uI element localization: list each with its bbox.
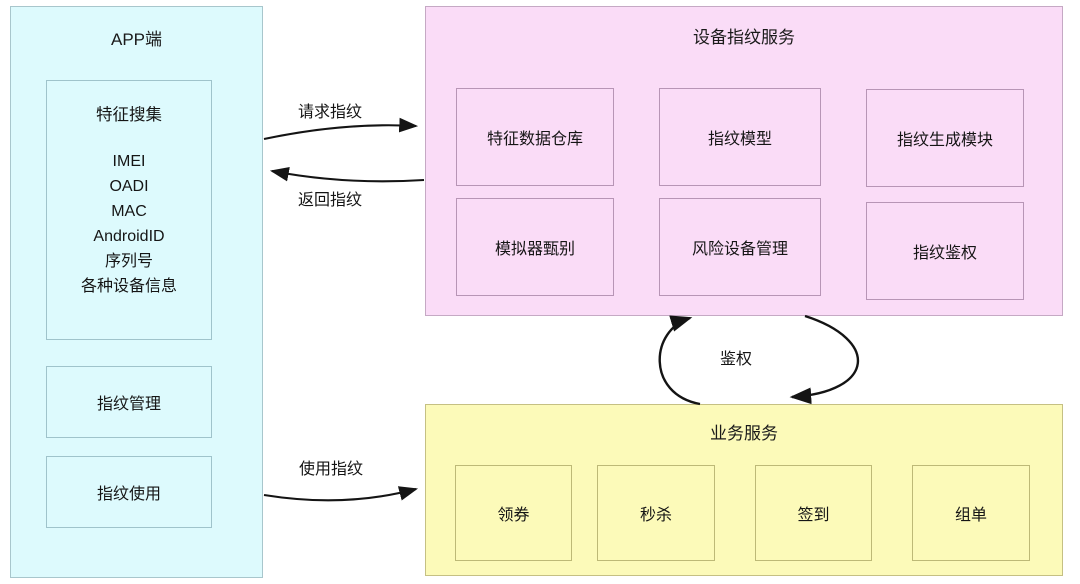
emulator-detection-node: 模拟器甄别 [456,198,614,296]
arrow-request-fingerprint [263,117,419,141]
feature-item-androidid: AndroidID [93,228,165,245]
feature-data-warehouse-node: 特征数据仓库 [456,88,614,186]
fingerprint-authorization-node: 指纹鉴权 [866,202,1024,300]
business-service-title: 业务服务 [710,424,778,443]
risk-device-management-node: 风险设备管理 [659,198,821,296]
fingerprint-generation-module-node: 指纹生成模块 [866,89,1024,187]
seckill-node: 秒杀 [597,465,715,561]
group-order-node: 组单 [912,465,1030,561]
arrow-auth-down [789,314,860,405]
arrow-auth-up [658,315,701,406]
edge-label-auth: 鉴权 [720,351,753,368]
arrow-return-fingerprint [269,166,425,183]
edge-label-use-fingerprint: 使用指纹 [299,461,364,478]
fingerprint-management-node: 指纹管理 [46,366,212,438]
fingerprint-model-node: 指纹模型 [659,88,821,186]
feature-item-oadi: OADI [109,178,149,195]
edge-label-return-fingerprint: 返回指纹 [298,192,363,209]
signin-node: 签到 [755,465,872,561]
feature-item-imei: IMEI [112,153,146,170]
feature-item-serial: 序列号 [104,253,153,270]
arrow-use-fingerprint [263,486,419,502]
feature-collection-node: 特征搜集 IMEI OADI MAC AndroidID 序列号 各种设备信息 [46,80,212,340]
app-panel-title: APP端 [110,30,163,49]
device-fingerprint-service-title: 设备指纹服务 [693,28,795,47]
fingerprint-usage-node: 指纹使用 [46,456,212,528]
edge-label-request-fingerprint: 请求指纹 [298,104,363,121]
feature-item-device-info: 各种设备信息 [80,278,177,295]
feature-item-mac: MAC [111,203,147,220]
coupon-node: 领券 [455,465,572,561]
feature-collection-title: 特征搜集 [96,106,162,124]
